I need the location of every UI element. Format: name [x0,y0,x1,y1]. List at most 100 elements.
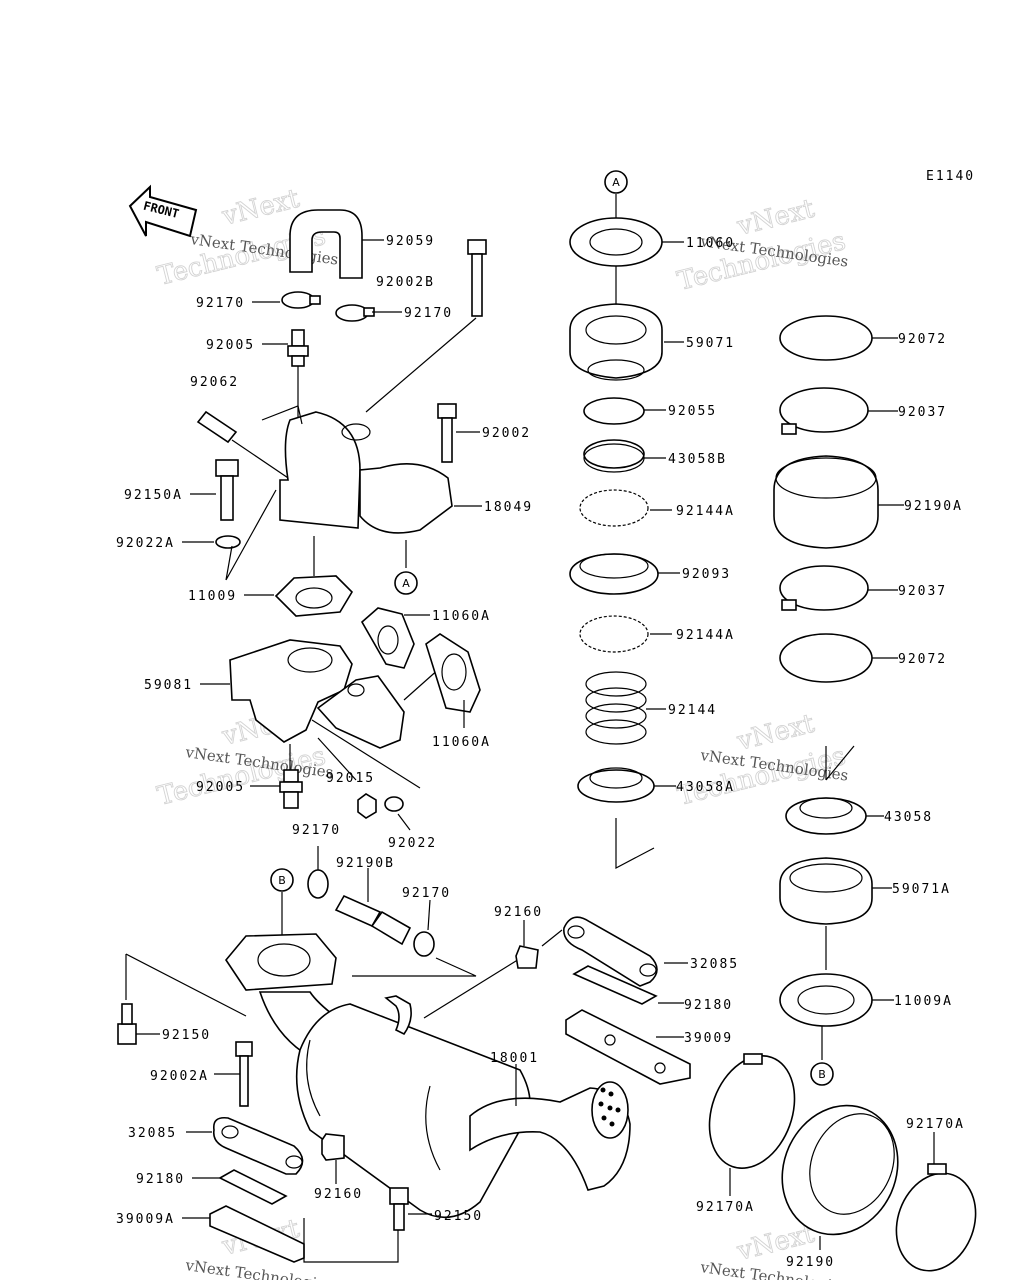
label-92005-a: 92005 [206,338,255,353]
label-11060A-b: 11060A [432,735,491,750]
clamp-92170A-right [895,1163,977,1272]
hose-92190 [781,1104,899,1236]
clamp-92170-lower-b [413,931,435,957]
label-92022: 92022 [388,836,437,851]
label-43058A: 43058A [676,780,735,795]
label-92150-a: 92150 [162,1028,211,1043]
label-92190B: 92190B [336,856,395,871]
clamp-92170-left [281,291,321,309]
label-92180-b: 92180 [136,1172,185,1187]
plate-11009A [779,973,873,1027]
clamp-92170A-left [708,1053,796,1169]
clamp-92037-upper [779,387,869,435]
manifold-59081 [229,639,405,749]
label-92170-d: 92170 [402,886,451,901]
label-92015: 92015 [326,771,375,786]
label-92160-a: 92160 [494,905,543,920]
label-92002: 92002 [482,426,531,441]
label-92055: 92055 [668,404,717,419]
clamp-92170-right [335,304,375,322]
label-92190A: 92190A [904,499,963,514]
fitting-92005-top [287,329,309,367]
elbow-18049 [261,317,477,534]
mount-39009 [565,1009,691,1085]
ring-43058A [577,767,655,803]
spring-92144A-upper [579,489,649,527]
bolt-92150-lower [389,1187,409,1231]
label-11009A: 11009A [894,994,953,1009]
muffler-18001 [295,995,631,1219]
bracket-32085-lower [212,1116,304,1175]
bolt-92002A [235,1041,253,1107]
housing-59071A [779,857,873,925]
ref-a-circle-lower [394,571,418,595]
label-92180-a: 92180 [684,998,733,1013]
label-11060: 11060 [686,236,735,251]
label-39009A: 39009A [116,1212,175,1227]
label-92160-b: 92160 [314,1187,363,1202]
watermark-mid-right: vNext Technologies vNext Technologies [674,708,850,812]
housing-59071 [569,303,663,381]
label-92170-a: 92170 [196,296,245,311]
label-18001: 18001 [490,1051,539,1066]
label-92150-b: 92150 [434,1209,483,1224]
label-92144A-b: 92144A [676,628,735,643]
label-92005-b: 92005 [196,780,245,795]
front-arrow-icon: FRONT [128,184,198,238]
label-11060A-a: 11060A [432,609,491,624]
ref-a-top: A [612,176,620,189]
ref-a-circle-top [604,170,628,194]
bolt-92150-left [117,1003,137,1045]
svg-text:vNext: vNext [218,184,302,232]
label-43058: 43058 [884,810,933,825]
label-92190: 92190 [786,1255,835,1270]
clamp-92037-lower [779,565,869,611]
label-92144A-a: 92144A [676,504,735,519]
label-32085-b: 32085 [128,1126,177,1141]
hose-92059 [289,209,363,279]
label-92150A: 92150A [124,488,183,503]
label-92072-a: 92072 [898,332,947,347]
stud-92062 [196,410,238,444]
gasket-11060A-upper [360,607,415,669]
seat-92093 [569,553,659,595]
label-92002A: 92002A [150,1069,209,1084]
plate-92180-lower [218,1169,288,1205]
label-59081: 59081 [144,678,193,693]
label-92022A: 92022A [116,536,175,551]
ref-a-lower: A [402,577,410,590]
label-32085-a: 32085 [690,957,739,972]
ref-b-circle-right [810,1062,834,1086]
gasket-11060A-lower [425,633,481,713]
label-92170A-a: 92170A [906,1117,965,1132]
label-92170-c: 92170 [292,823,341,838]
band-92072-upper [779,315,873,361]
label-11009: 11009 [188,589,237,604]
ref-b-right: B [818,1068,826,1081]
label-92059: 92059 [386,234,435,249]
label-92170A-b: 92170A [696,1200,755,1215]
collar-92160-upper [515,945,539,969]
label-92062: 92062 [190,375,239,390]
label-92170-b: 92170 [404,306,453,321]
label-92072-b: 92072 [898,652,947,667]
bolt-92002 [437,403,457,463]
plate-92180-upper [572,965,658,1005]
label-92002B: 92002B [376,275,435,290]
bolt-92150A [215,459,239,521]
spring-92144A-lower [579,615,649,653]
band-92072-lower [779,633,873,683]
nut-92015 [357,793,377,819]
washer-92022 [384,796,404,812]
hose-92190B [334,894,412,946]
fitting-92005-lower [279,769,303,809]
hose-92190A [773,455,879,549]
ref-b-left: B [278,874,286,887]
label-18049: 18049 [484,500,533,515]
label-92093: 92093 [682,567,731,582]
bracket-32085-upper [563,916,658,987]
ref-b-circle-left [270,868,294,892]
part-labels: 92059 92002B 92170 92170 92005 92062 920… [116,234,965,1270]
label-59071: 59071 [686,336,735,351]
